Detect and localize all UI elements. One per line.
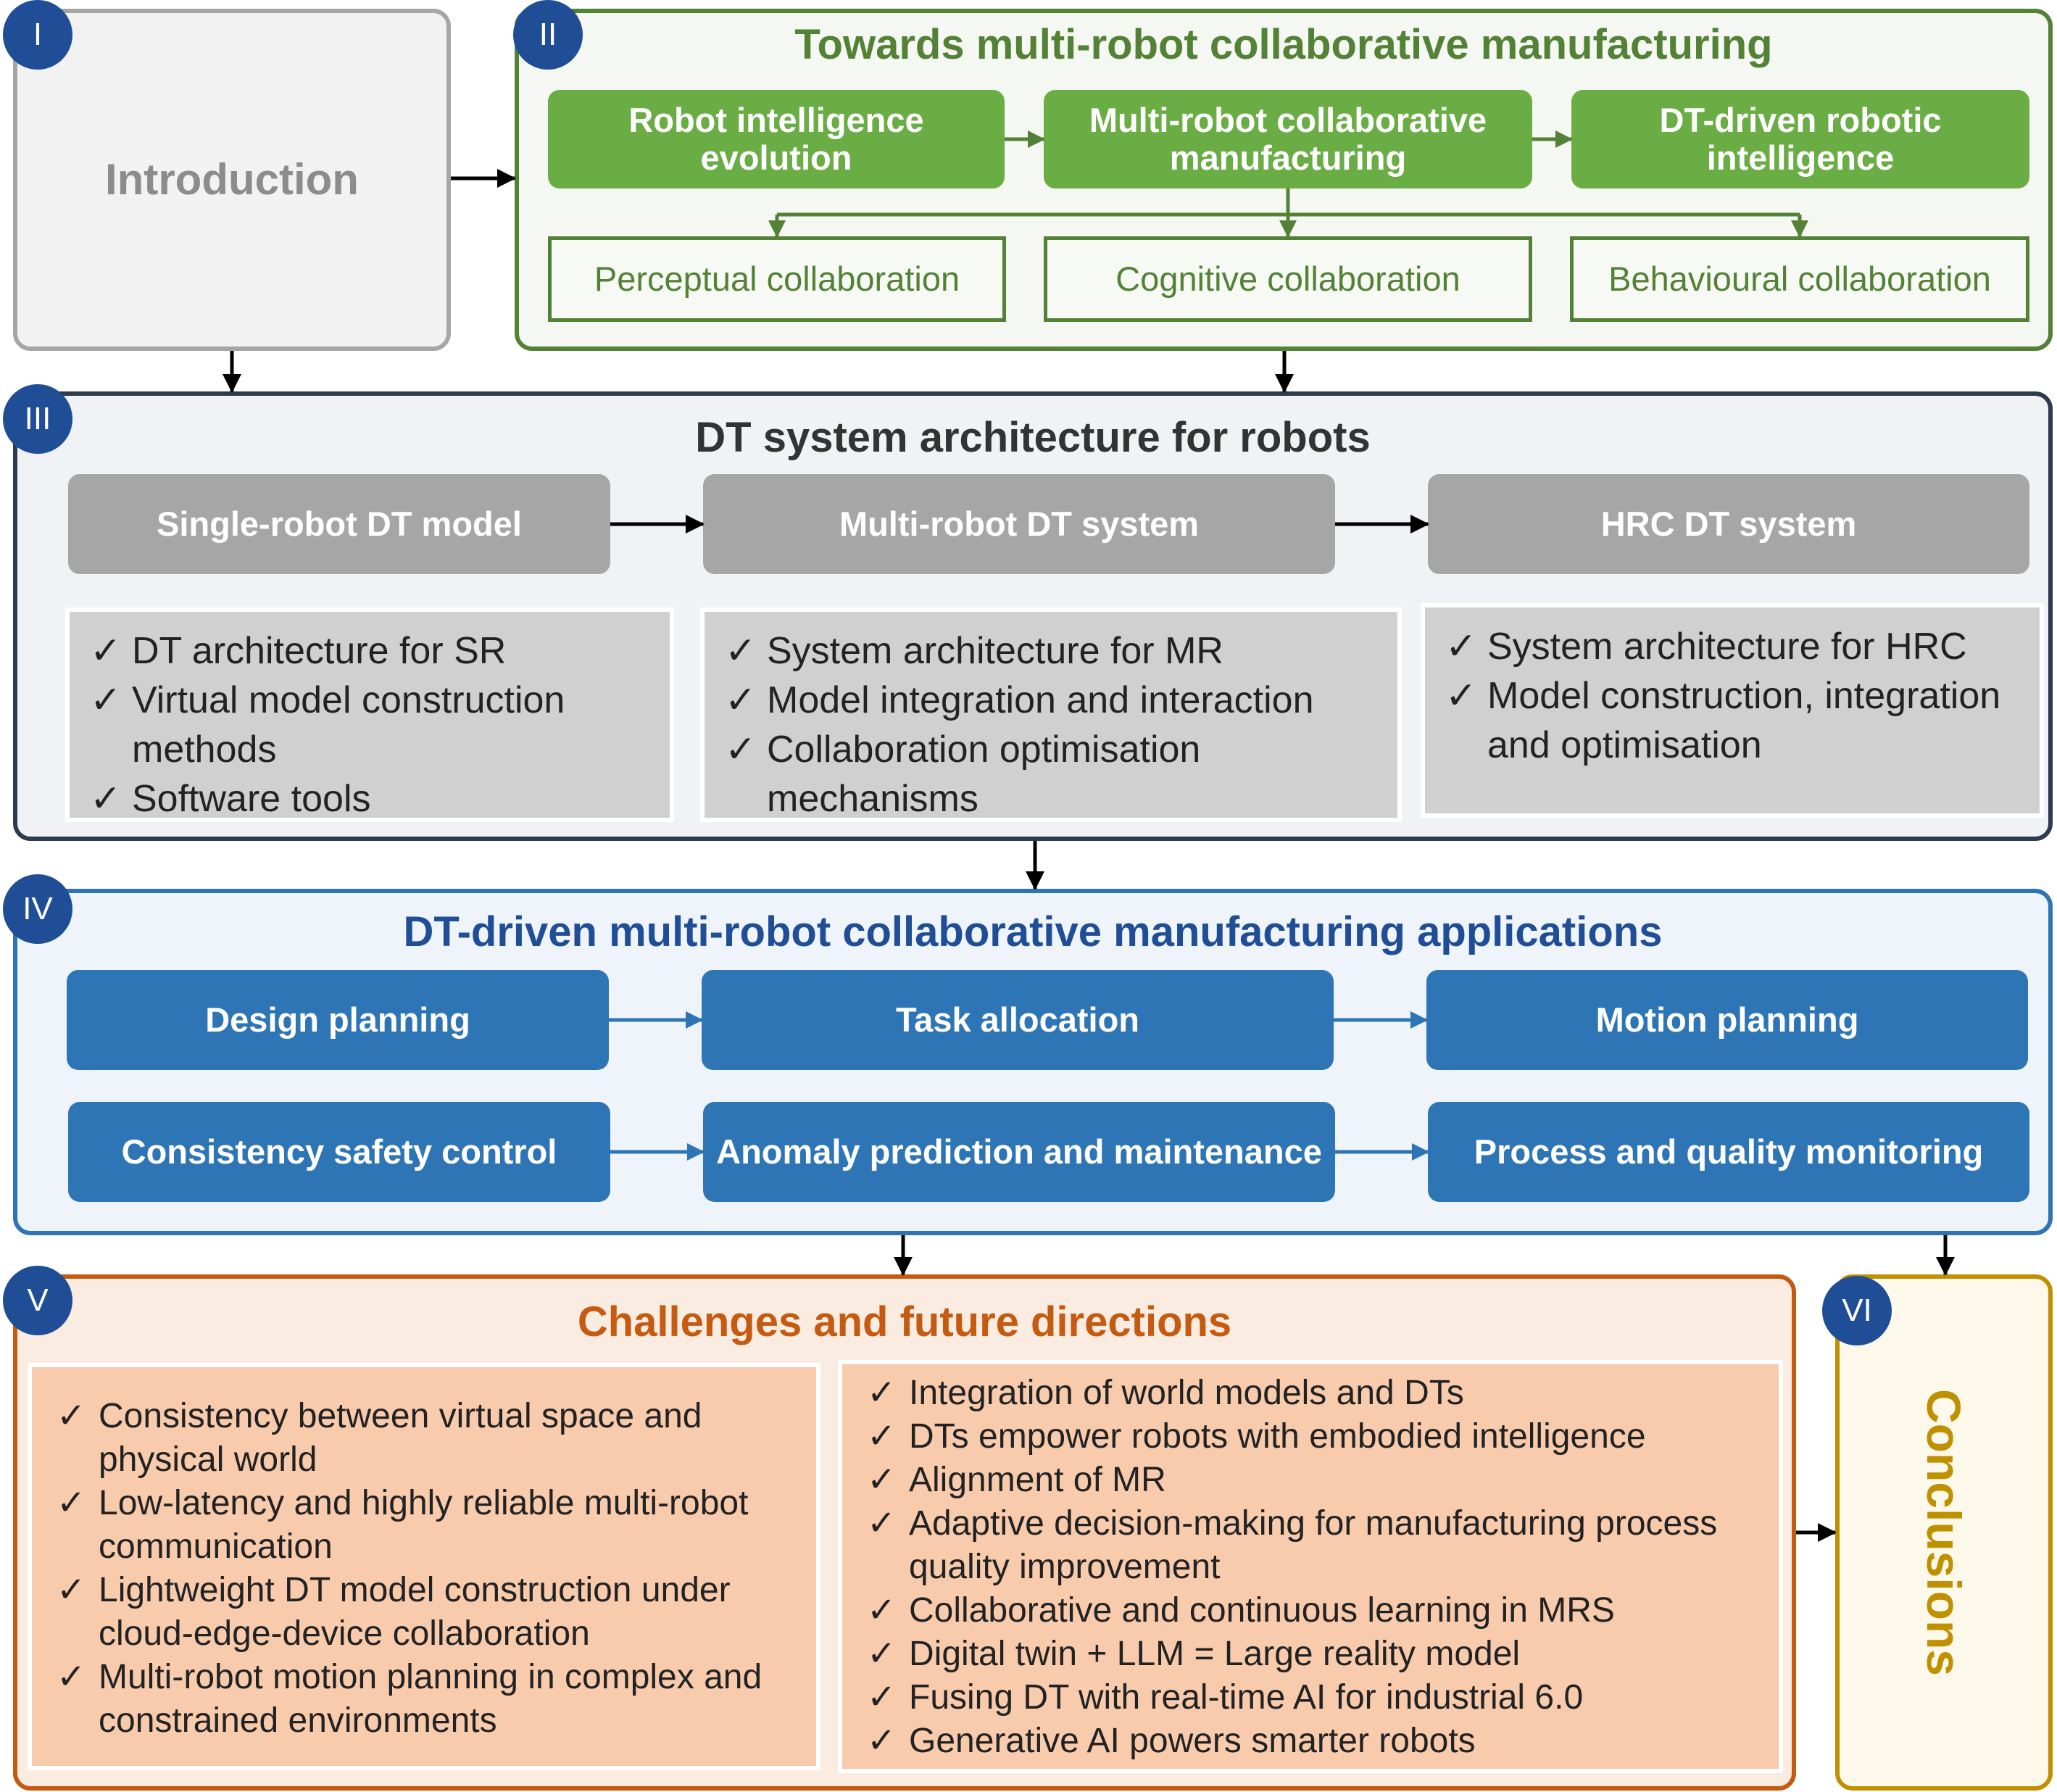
check-icon: ✓ xyxy=(867,1635,897,1673)
hrc-dt-system-box: HRC DT system xyxy=(1428,474,2029,574)
multi-robot-dt-list: ✓System architecture for MR ✓Model integ… xyxy=(700,607,1402,822)
anomaly-prediction-box: Anomaly prediction and maintenance xyxy=(703,1102,1335,1202)
list-item: ✓Collaborative and continuous learning i… xyxy=(854,1589,1767,1633)
check-icon: ✓ xyxy=(90,679,122,721)
check-icon: ✓ xyxy=(867,1591,897,1630)
check-icon: ✓ xyxy=(57,1658,86,1696)
list-item: ✓Integration of world models and DTs xyxy=(854,1372,1767,1415)
section-iv-title: DT-driven multi-robot collaborative manu… xyxy=(403,908,1663,955)
list-item: ✓Model integration and interaction xyxy=(712,676,1390,725)
list-item: ✓Low-latency and highly reliable multi-r… xyxy=(43,1482,805,1569)
design-planning-box: Design planning xyxy=(67,970,609,1070)
list-item: ✓Software tools xyxy=(77,774,662,824)
task-allocation-box: Task allocation xyxy=(702,970,1334,1070)
hrc-dt-list: ✓System architecture for HRC ✓Model cons… xyxy=(1421,603,2044,818)
list-item: ✓Alignment of MR xyxy=(854,1459,1767,1502)
list-item: ✓DT architecture for SR xyxy=(77,626,662,676)
challenges-left-list: ✓Consistency between virtual space and p… xyxy=(28,1363,820,1770)
check-icon: ✓ xyxy=(90,630,122,672)
section-badge-vi: VI xyxy=(1822,1276,1892,1345)
dt-driven-robotic-intelligence-box: DT-driven robotic intelligence xyxy=(1571,90,2029,188)
multi-robot-collaborative-manufacturing-box: Multi-robot collaborative manufacturing xyxy=(1044,90,1532,188)
check-icon: ✓ xyxy=(57,1397,86,1435)
consistency-safety-control-box: Consistency safety control xyxy=(68,1102,610,1202)
list-item: ✓Adaptive decision-making for manufactur… xyxy=(854,1502,1767,1589)
section-iii-title: DT system architecture for robots xyxy=(695,414,1371,461)
check-icon: ✓ xyxy=(867,1417,897,1456)
cognitive-collaboration-box: Cognitive collaboration xyxy=(1044,236,1532,322)
section-badge-v: V xyxy=(3,1266,72,1335)
conclusions-panel xyxy=(1835,1274,2053,1791)
list-item: ✓Digital twin + LLM = Large reality mode… xyxy=(854,1633,1767,1676)
section-badge-iii: III xyxy=(3,384,72,454)
list-item: ✓Consistency between virtual space and p… xyxy=(43,1395,805,1482)
list-item: ✓Fusing DT with real-time AI for industr… xyxy=(854,1676,1767,1720)
single-robot-dt-list: ✓DT architecture for SR ✓Virtual model c… xyxy=(65,607,674,822)
section-v-title: Challenges and future directions xyxy=(577,1298,1232,1345)
check-icon: ✓ xyxy=(1445,626,1477,668)
check-icon: ✓ xyxy=(1445,675,1477,717)
list-item: ✓Virtual model construction methods xyxy=(77,676,662,774)
list-item: ✓System architecture for MR xyxy=(712,626,1390,676)
check-icon: ✓ xyxy=(867,1722,897,1760)
check-icon: ✓ xyxy=(725,729,757,771)
section-badge-ii: II xyxy=(513,0,583,70)
check-icon: ✓ xyxy=(867,1504,897,1543)
section-badge-iv: IV xyxy=(3,874,72,944)
single-robot-dt-model-box: Single-robot DT model xyxy=(68,474,610,574)
introduction-title: Introduction xyxy=(105,155,359,204)
list-item: ✓Model construction, integration and opt… xyxy=(1432,671,2032,770)
check-icon: ✓ xyxy=(867,1374,897,1412)
list-item: ✓DTs empower robots with embodied intell… xyxy=(854,1415,1767,1459)
perceptual-collaboration-box: Perceptual collaboration xyxy=(548,236,1006,322)
section-badge-i: I xyxy=(3,0,72,70)
list-item: ✓Generative AI powers smarter robots xyxy=(854,1720,1767,1763)
list-item: ✓System architecture for HRC xyxy=(1432,622,2032,671)
check-icon: ✓ xyxy=(867,1678,897,1717)
list-item: ✓Collaboration optimisation mechanisms xyxy=(712,725,1390,824)
robot-intelligence-evolution-box: Robot intelligence evolution xyxy=(548,90,1005,188)
check-icon: ✓ xyxy=(867,1461,897,1499)
introduction-panel: Introduction xyxy=(13,9,451,351)
multi-robot-dt-system-box: Multi-robot DT system xyxy=(703,474,1335,574)
check-icon: ✓ xyxy=(725,679,757,721)
motion-planning-box: Motion planning xyxy=(1426,970,2028,1070)
check-icon: ✓ xyxy=(57,1571,86,1609)
check-icon: ✓ xyxy=(57,1484,86,1522)
process-quality-monitoring-box: Process and quality monitoring xyxy=(1428,1102,2029,1202)
challenges-right-list: ✓Integration of world models and DTs ✓DT… xyxy=(838,1360,1783,1773)
check-icon: ✓ xyxy=(90,778,122,820)
check-icon: ✓ xyxy=(725,630,757,672)
list-item: ✓Multi-robot motion planning in complex … xyxy=(43,1656,805,1743)
list-item: ✓Lightweight DT model construction under… xyxy=(43,1569,805,1656)
behavioural-collaboration-box: Behavioural collaboration xyxy=(1570,236,2029,322)
section-ii-title: Towards multi-robot collaborative manufa… xyxy=(794,21,1773,68)
